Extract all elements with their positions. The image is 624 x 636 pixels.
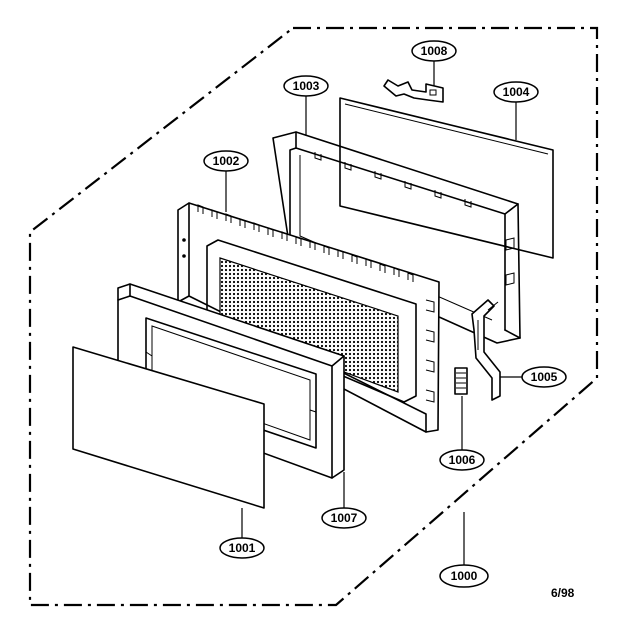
- callout-1000: 1000: [439, 564, 489, 588]
- callout-1004: 1004: [493, 81, 539, 103]
- callout-1008-label: 1008: [421, 44, 448, 58]
- callout-1001: 1001: [219, 537, 265, 559]
- callout-1008: 1008: [411, 40, 457, 62]
- part-1001-front-panel: [72, 346, 265, 509]
- callout-1001-label: 1001: [229, 541, 256, 555]
- leader-lines: [225, 60, 522, 565]
- callout-1005-label: 1005: [531, 370, 558, 384]
- callout-1000-label: 1000: [451, 569, 478, 583]
- part-1004-cover: [339, 97, 554, 259]
- callout-1003: 1003: [283, 75, 329, 97]
- callout-1006-label: 1006: [449, 453, 476, 467]
- callout-1007-label: 1007: [331, 511, 358, 525]
- callout-1007: 1007: [321, 507, 367, 529]
- callout-1006: 1006: [439, 449, 485, 471]
- callout-1002: 1002: [203, 150, 249, 172]
- callout-1003-label: 1003: [293, 79, 320, 93]
- part-1006-spring: [454, 367, 468, 395]
- mesh-window: [219, 257, 399, 393]
- callout-1005: 1005: [521, 366, 567, 388]
- assembly-boundary: [28, 26, 599, 607]
- date-stamp: 6/98: [551, 586, 575, 600]
- callout-1004-label: 1004: [503, 85, 530, 99]
- part-1005-latch-lever: [471, 299, 501, 401]
- callout-1002-label: 1002: [213, 154, 240, 168]
